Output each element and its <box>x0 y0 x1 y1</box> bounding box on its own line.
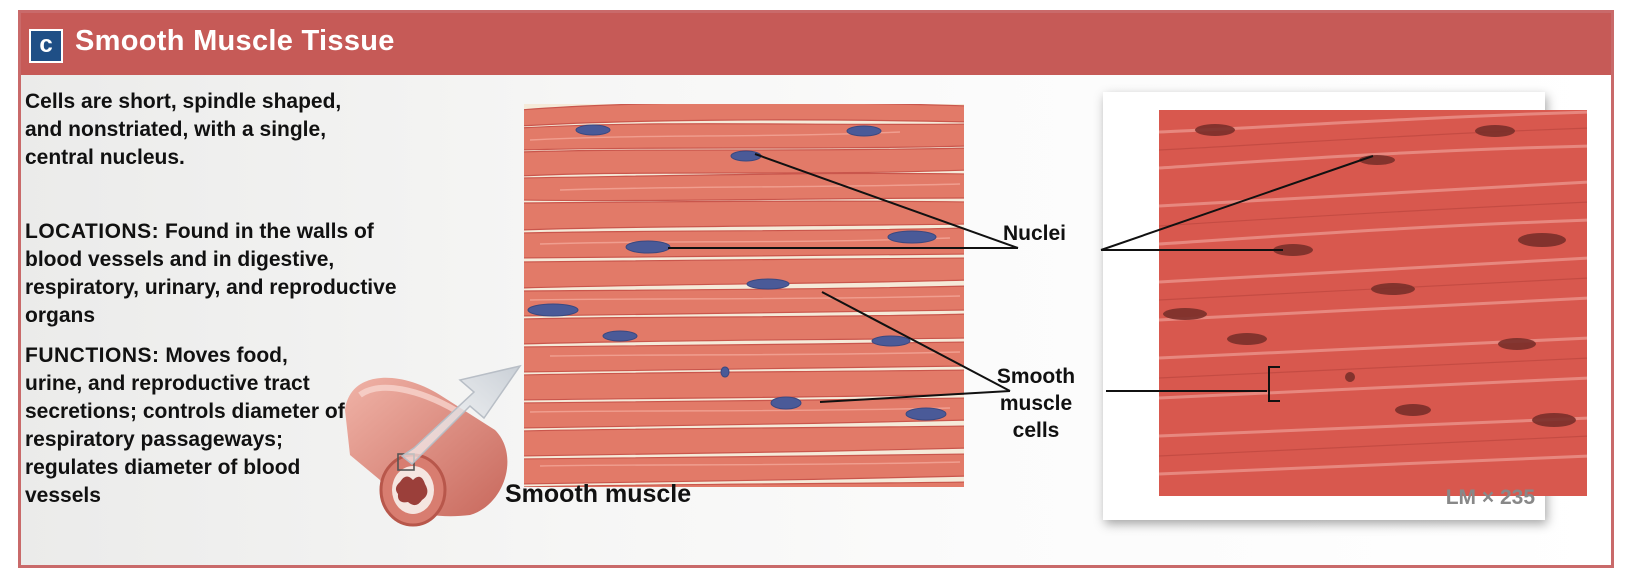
nucleus <box>1518 233 1566 247</box>
nucleus <box>1475 125 1515 137</box>
functions-text: Moves food, urine, and reproductive trac… <box>25 344 345 507</box>
nucleus <box>1345 372 1355 382</box>
panel-header: c Smooth Muscle Tissue <box>21 13 1611 75</box>
locations-text: Found in the walls of blood vessels and … <box>25 220 397 327</box>
nucleus <box>1163 308 1207 320</box>
micrograph-nuclei <box>1163 124 1576 427</box>
functions-heading: FUNCTIONS: <box>25 344 160 367</box>
micrograph-image <box>1159 110 1587 496</box>
nuclei-leader-drawing-1 <box>754 153 1019 249</box>
locations-block: LOCATIONS: Found in the walls of blood v… <box>25 218 425 330</box>
nucleus <box>770 396 802 410</box>
description-text: Cells are short, spindle shaped, and non… <box>25 90 342 169</box>
drawn-nuclei <box>527 124 947 421</box>
nucleus <box>846 125 882 137</box>
nuclei-callout-label: Nuclei <box>1003 222 1067 245</box>
nucleus <box>1195 124 1235 136</box>
nucleus <box>602 330 638 342</box>
drawing-label: Smooth muscle <box>505 480 692 508</box>
panel-letter-badge: c <box>29 29 63 63</box>
nucleus <box>527 303 579 317</box>
functions-block: FUNCTIONS: Moves food, urine, and reprod… <box>25 342 345 510</box>
cells-leader-drawing-1 <box>821 291 1011 392</box>
smooth-muscle-cells-callout-label: Smooth muscle cells <box>996 365 1076 442</box>
nucleus <box>1273 244 1313 256</box>
nucleus <box>720 366 730 378</box>
nucleus <box>1395 404 1431 416</box>
nucleus <box>625 240 671 254</box>
nucleus <box>887 230 937 244</box>
zoom-arrow <box>400 364 522 466</box>
nucleus <box>1532 413 1576 427</box>
nucleus <box>1227 333 1267 345</box>
nuclei-leader-photo-1 <box>1100 155 1374 251</box>
nucleus <box>575 124 611 136</box>
nucleus <box>1371 283 1415 295</box>
cell-bracket <box>1268 366 1280 402</box>
locations-heading: LOCATIONS: <box>25 220 160 243</box>
nucleus <box>730 150 762 162</box>
smooth-muscle-drawing <box>524 104 964 487</box>
nucleus <box>905 407 947 421</box>
panel-title: Smooth Muscle Tissue <box>75 25 395 57</box>
nucleus <box>746 278 790 290</box>
nucleus <box>1498 338 1536 350</box>
cells-leader-drawing-2 <box>819 390 1011 403</box>
nucleus <box>871 335 911 347</box>
magnification-label: LM × 235 <box>1445 486 1535 509</box>
leader-lines <box>668 153 1374 403</box>
